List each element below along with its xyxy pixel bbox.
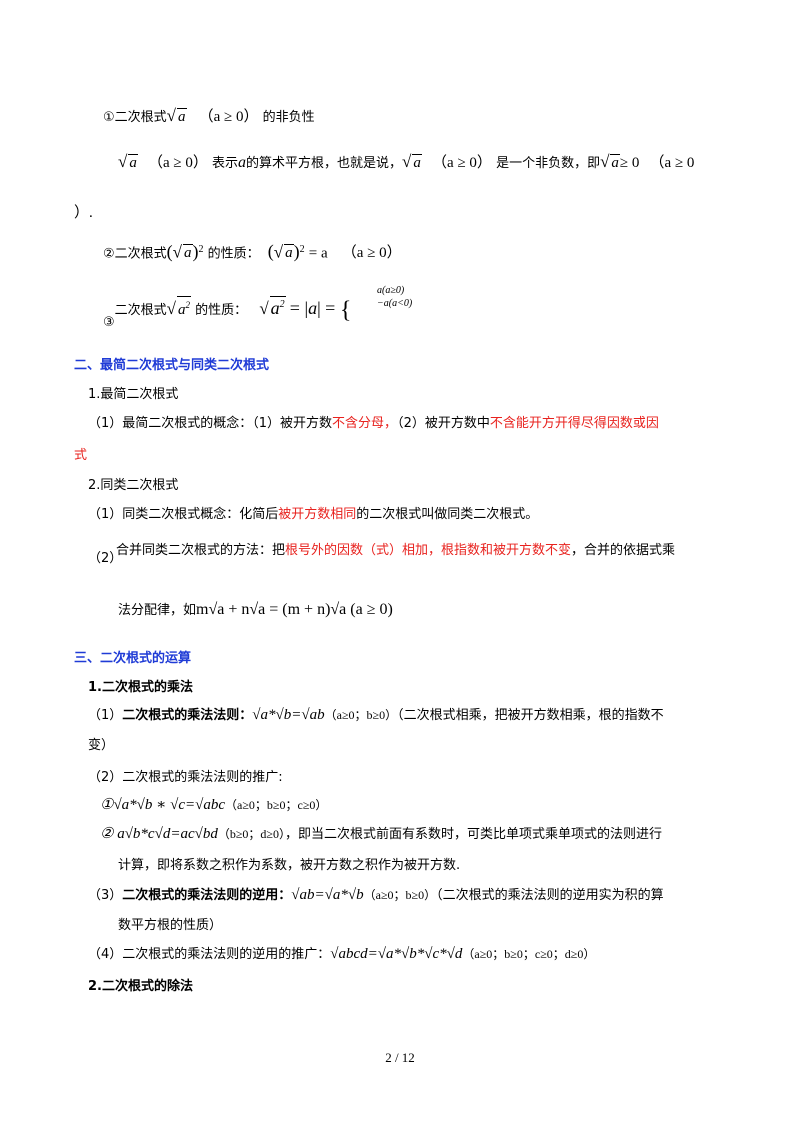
combine-method: 合并同类二次根式的方法：把根号外的因数（式）相加，根指数和被开方数不变，合并的依… bbox=[116, 543, 676, 558]
section2-sub1: 1.最简二次根式 bbox=[88, 387, 179, 402]
distributive-example: 法分配律，如m√a + n√a = (m + n)√a (a ≥ 0) bbox=[118, 601, 393, 618]
multiplication-inverse-cont: 数平方根的性质） bbox=[118, 918, 223, 933]
like-radical-concept: （1）同类二次根式概念：化简后被开方数相同的二次根式叫做同类二次根式。 bbox=[88, 507, 539, 522]
property1-title: ①二次根式√a （a ≥ 0） 的非负性 bbox=[103, 106, 315, 125]
generalization-2-cont: 计算，即将系数之积作为系数，被开方数之积作为被开方数. bbox=[118, 858, 461, 873]
generalization-2: ② a√b*c√d=ac√bd（b≥0；d≥0），即当二次根式前面有系数时，可类… bbox=[100, 826, 663, 842]
multiplication-inverse: （3）二次根式的乘法法则的逆用：√ab=√a*√b（a≥0；b≥0）（二次根式的… bbox=[88, 887, 664, 903]
section3-heading: 三、二次根式的运算 bbox=[74, 651, 192, 666]
property1-close: ）. bbox=[74, 205, 93, 221]
simplest-radical-concept-cont: 式 bbox=[74, 448, 88, 463]
property3-line: ③二次根式√a2 的性质： √a2 = |a| = { bbox=[103, 296, 352, 330]
section2-heading: 二、最简二次根式与同类二次根式 bbox=[74, 358, 270, 373]
section3-sub2: 2.二次根式的除法 bbox=[88, 979, 193, 994]
generalization-1: ①√a*√b ∗ √c=√abc（a≥0；b≥0；c≥0） bbox=[100, 797, 328, 813]
property2-line: ②二次根式(√a)2 的性质： (√a)2 = a （a ≥ 0） bbox=[103, 241, 402, 262]
section2-sub2: 2.同类二次根式 bbox=[88, 478, 179, 493]
multiplication-rule: （1）二次根式的乘法法则：√a*√b=√ab（a≥0；b≥0）（二次根式相乘，把… bbox=[88, 707, 664, 723]
section3-sub1: 1.二次根式的乘法 bbox=[88, 680, 193, 695]
property1-explanation: √a （a ≥ 0） 表示a的算术平方根，也就是说，√a （a ≥ 0） 是一个… bbox=[118, 152, 695, 171]
piecewise-cases: a(a≥0) −a(a<0) bbox=[377, 285, 413, 309]
combine-method-prefix: （2） bbox=[88, 551, 123, 566]
multiplication-generalization: （2）二次根式的乘法法则的推广: bbox=[88, 770, 283, 785]
multiplication-rule-cont: 变） bbox=[88, 738, 115, 753]
simplest-radical-concept: （1）最简二次根式的概念：（1）被开方数不含分母，（2）被开方数中不含能开方开得… bbox=[88, 416, 659, 431]
multiplication-inverse-generalization: （4）二次根式的乘法法则的逆用的推广：√abcd=√a*√b*√c*√d（a≥0… bbox=[88, 946, 596, 962]
page-number: 2 / 12 bbox=[385, 1050, 415, 1065]
